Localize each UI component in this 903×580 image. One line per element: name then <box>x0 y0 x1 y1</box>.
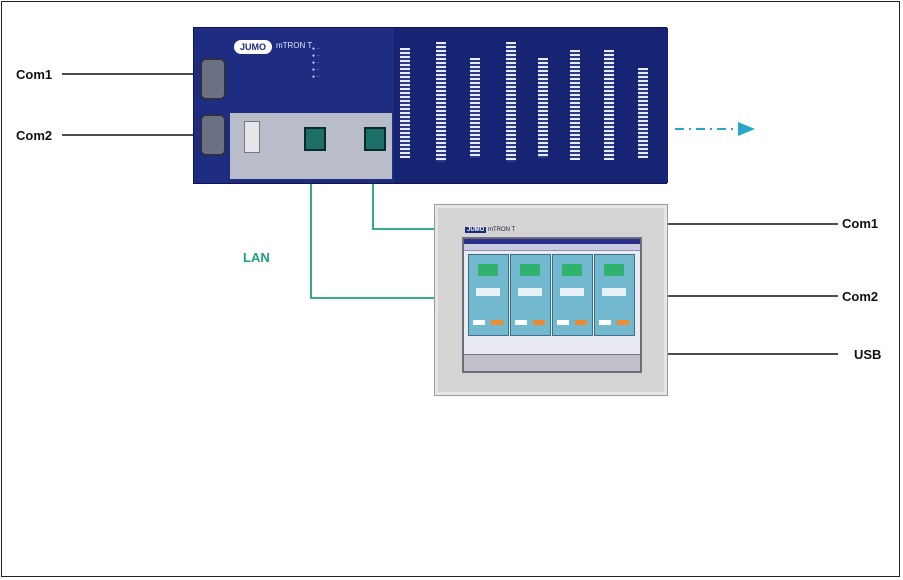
label-lan: LAN <box>243 250 270 265</box>
controller-product-name: mTRON T <box>276 41 313 50</box>
terminal-block <box>638 68 648 158</box>
label-com1-left: Com1 <box>16 67 53 82</box>
terminal-block <box>538 58 548 158</box>
controller-device: JUMO mTRON T ● ··● ··● ··● ··● ·· <box>193 27 668 184</box>
hmi-logo: JUMO mTRON T <box>465 227 515 233</box>
label-com2-left: Com2 <box>16 128 53 143</box>
terminal-block <box>436 42 446 162</box>
controller-logo: JUMO <box>234 40 273 54</box>
status-leds: ● ··● ··● ··● ··● ·· <box>312 46 320 80</box>
screen-title-bar <box>464 239 640 244</box>
cpu-module: JUMO mTRON T ● ··● ··● ··● ··● ·· <box>194 28 394 183</box>
hmi-screen <box>462 237 642 373</box>
front-panel <box>230 113 392 179</box>
terminal-block <box>470 58 480 158</box>
terminal-block <box>400 48 410 158</box>
channel-panel <box>594 254 635 336</box>
screen-status-bar <box>464 354 640 371</box>
hmi-product-name: mTRON T <box>488 227 516 233</box>
lan-cable <box>310 165 434 299</box>
terminal-block <box>506 42 516 162</box>
label-com2-right: Com2 <box>842 289 879 304</box>
lan-port-1 <box>304 127 326 151</box>
hmi-logo-mark: JUMO <box>465 227 487 233</box>
screen-tabs <box>464 244 640 251</box>
terminal-block <box>570 50 580 160</box>
com1-port <box>200 58 226 100</box>
channel-panel <box>552 254 593 336</box>
channel-panel <box>510 254 551 336</box>
com2-port <box>200 114 226 156</box>
ethernet-extension-arrowhead <box>738 122 755 136</box>
terminal-block <box>604 50 614 160</box>
hmi-cable <box>372 165 434 230</box>
label-usb-right: USB <box>854 347 882 362</box>
lan-port-2 <box>364 127 386 151</box>
io-modules <box>394 28 668 183</box>
label-com1-right: Com1 <box>842 216 879 231</box>
hmi-touch-panel: JUMO mTRON T <box>434 204 668 396</box>
channel-panel <box>468 254 509 336</box>
memory-slot <box>244 121 260 153</box>
